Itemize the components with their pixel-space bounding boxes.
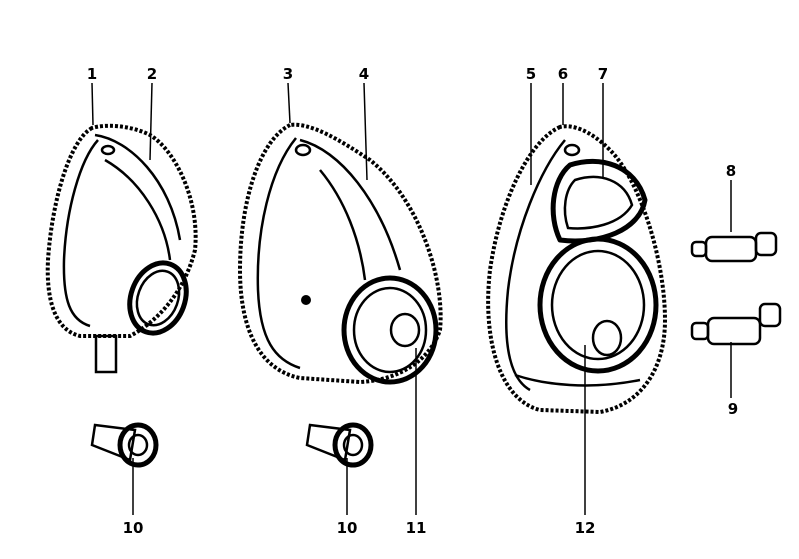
bulb-10-right: [305, 422, 374, 468]
callout-12: 12: [575, 519, 596, 537]
callout-5: 5: [526, 65, 536, 83]
callout-8: 8: [726, 162, 736, 180]
leader-lines: [91, 82, 732, 515]
lamp-housing-small: [45, 123, 198, 374]
bulb-10-left: [90, 422, 159, 468]
callout-9: 9: [728, 400, 738, 418]
callout-7: 7: [598, 65, 608, 83]
festoon-bulb-9: [690, 302, 782, 346]
callout-2: 2: [147, 65, 157, 83]
lamp-housing-large: [486, 124, 668, 415]
callout-6: 6: [558, 65, 568, 83]
callout-4: 4: [359, 65, 369, 83]
festoon-bulb-8: [690, 231, 778, 263]
callout-1: 1: [87, 65, 97, 83]
callout-3: 3: [283, 65, 293, 83]
callout-11: 11: [406, 519, 427, 537]
callout-10-left: 10: [123, 519, 144, 537]
lamp-housing-medium: [237, 122, 443, 385]
callout-10-right: 10: [337, 519, 358, 537]
